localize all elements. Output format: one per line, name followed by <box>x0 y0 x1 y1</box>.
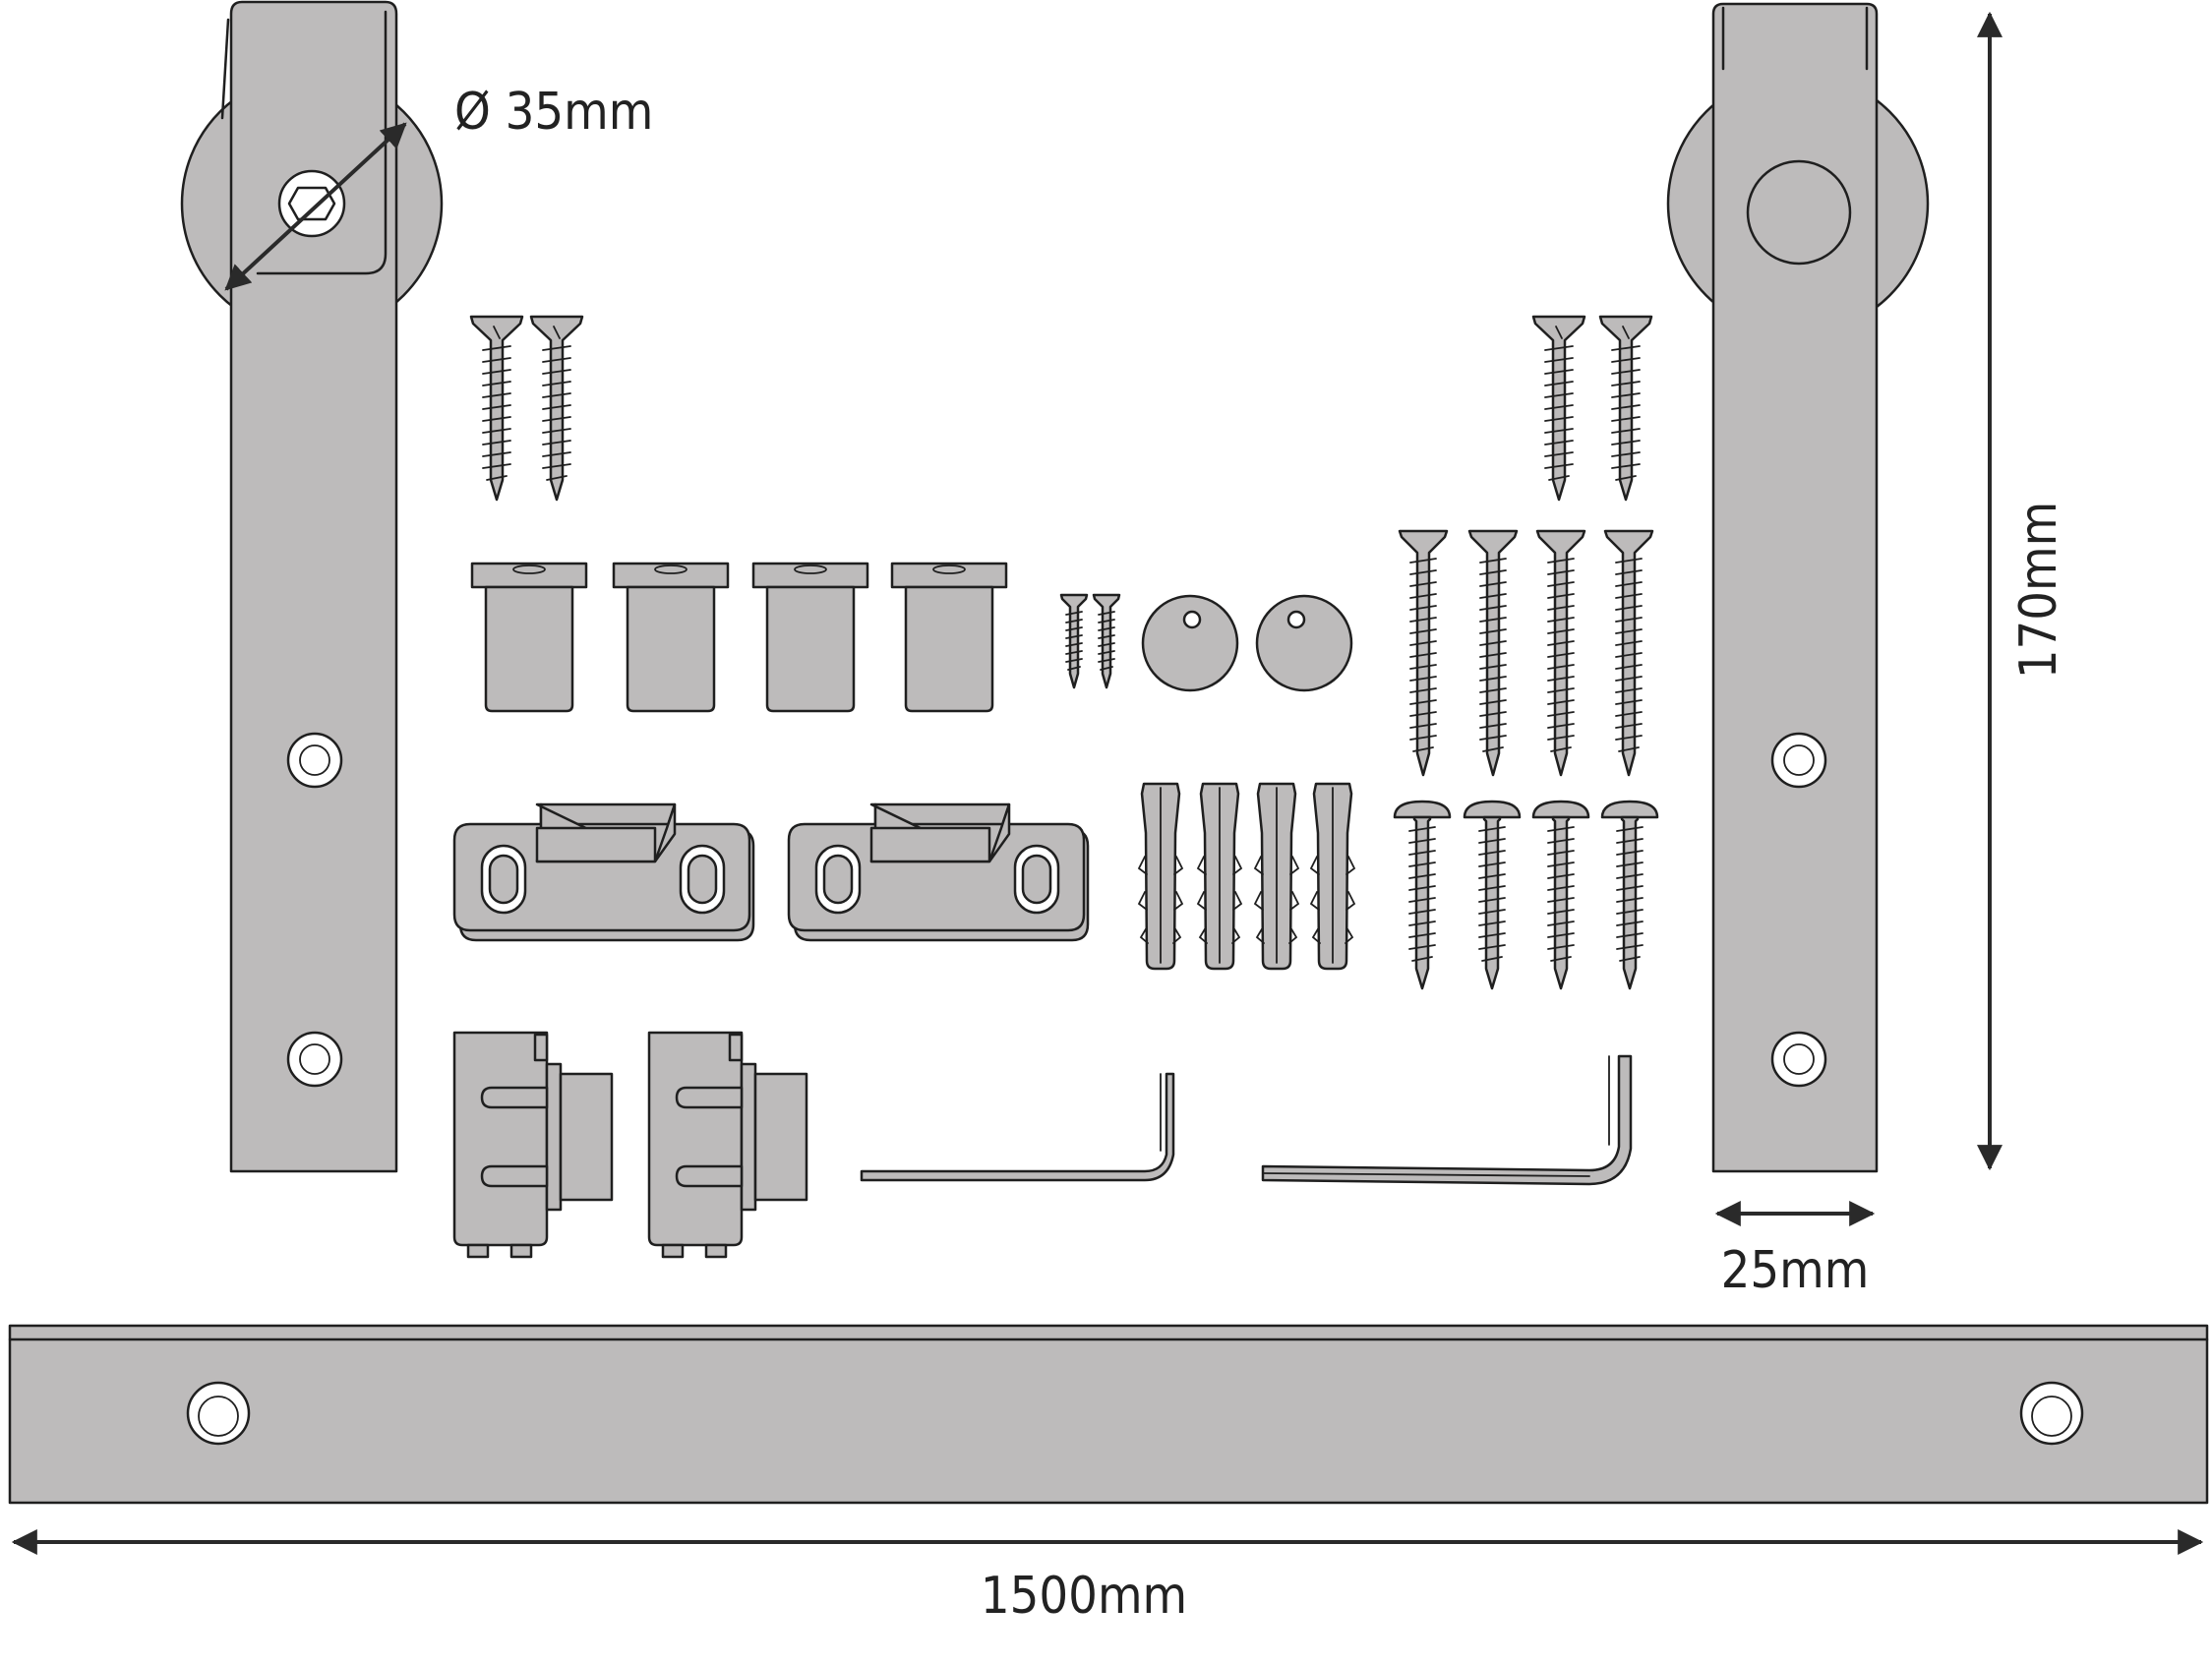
track-rail <box>8 1324 2209 1505</box>
wood-screw-right-1 <box>1531 315 1586 502</box>
small-screw-2 <box>1092 593 1121 689</box>
hanger-width-dimension: 25mm <box>1714 1201 1876 1300</box>
spacer-3 <box>751 562 869 713</box>
end-stop-2 <box>647 1031 808 1259</box>
round-head-screw-2 <box>1463 800 1522 990</box>
wood-screw-left-1 <box>469 315 524 502</box>
wood-screw-left-2 <box>529 315 584 502</box>
hanger-width-label: 25mm <box>1721 1241 1870 1300</box>
wall-anchor-4 <box>1309 782 1356 971</box>
hex-key-large <box>1261 1054 1633 1186</box>
end-stop-1 <box>452 1031 614 1259</box>
round-head-screw-3 <box>1531 800 1590 990</box>
spacer-4 <box>890 562 1008 713</box>
hanger-height-label: 170mm <box>2009 502 2068 679</box>
rail-length-dimension: 1500mm <box>11 1529 2204 1626</box>
spacer-2 <box>612 562 730 713</box>
wall-anchor-3 <box>1253 782 1300 971</box>
long-screw-2 <box>1467 529 1519 777</box>
wall-anchor-1 <box>1137 782 1184 971</box>
left-hanger <box>180 0 444 1173</box>
spacer-1 <box>470 562 588 713</box>
wheel-diameter-label: Ø 35mm <box>454 83 653 142</box>
long-screw-3 <box>1535 529 1586 777</box>
round-head-screw-4 <box>1600 800 1659 990</box>
wall-anchor-2 <box>1196 782 1243 971</box>
floor-guide-2 <box>787 802 1090 942</box>
floor-guide-1 <box>452 802 755 942</box>
wheel-diameter-dimension: Ø 35mm <box>224 83 653 291</box>
round-stop-1 <box>1141 594 1239 692</box>
long-screw-4 <box>1603 529 1654 777</box>
long-screw-1 <box>1398 529 1449 777</box>
hex-key-small <box>860 1072 1175 1182</box>
round-stop-2 <box>1255 594 1353 692</box>
hanger-height-dimension: 170mm <box>1977 11 2068 1171</box>
round-head-screw-1 <box>1393 800 1452 990</box>
small-screw-1 <box>1059 593 1089 689</box>
right-hanger <box>1666 2 1930 1173</box>
rail-length-label: 1500mm <box>981 1567 1187 1626</box>
wood-screw-right-2 <box>1598 315 1653 502</box>
